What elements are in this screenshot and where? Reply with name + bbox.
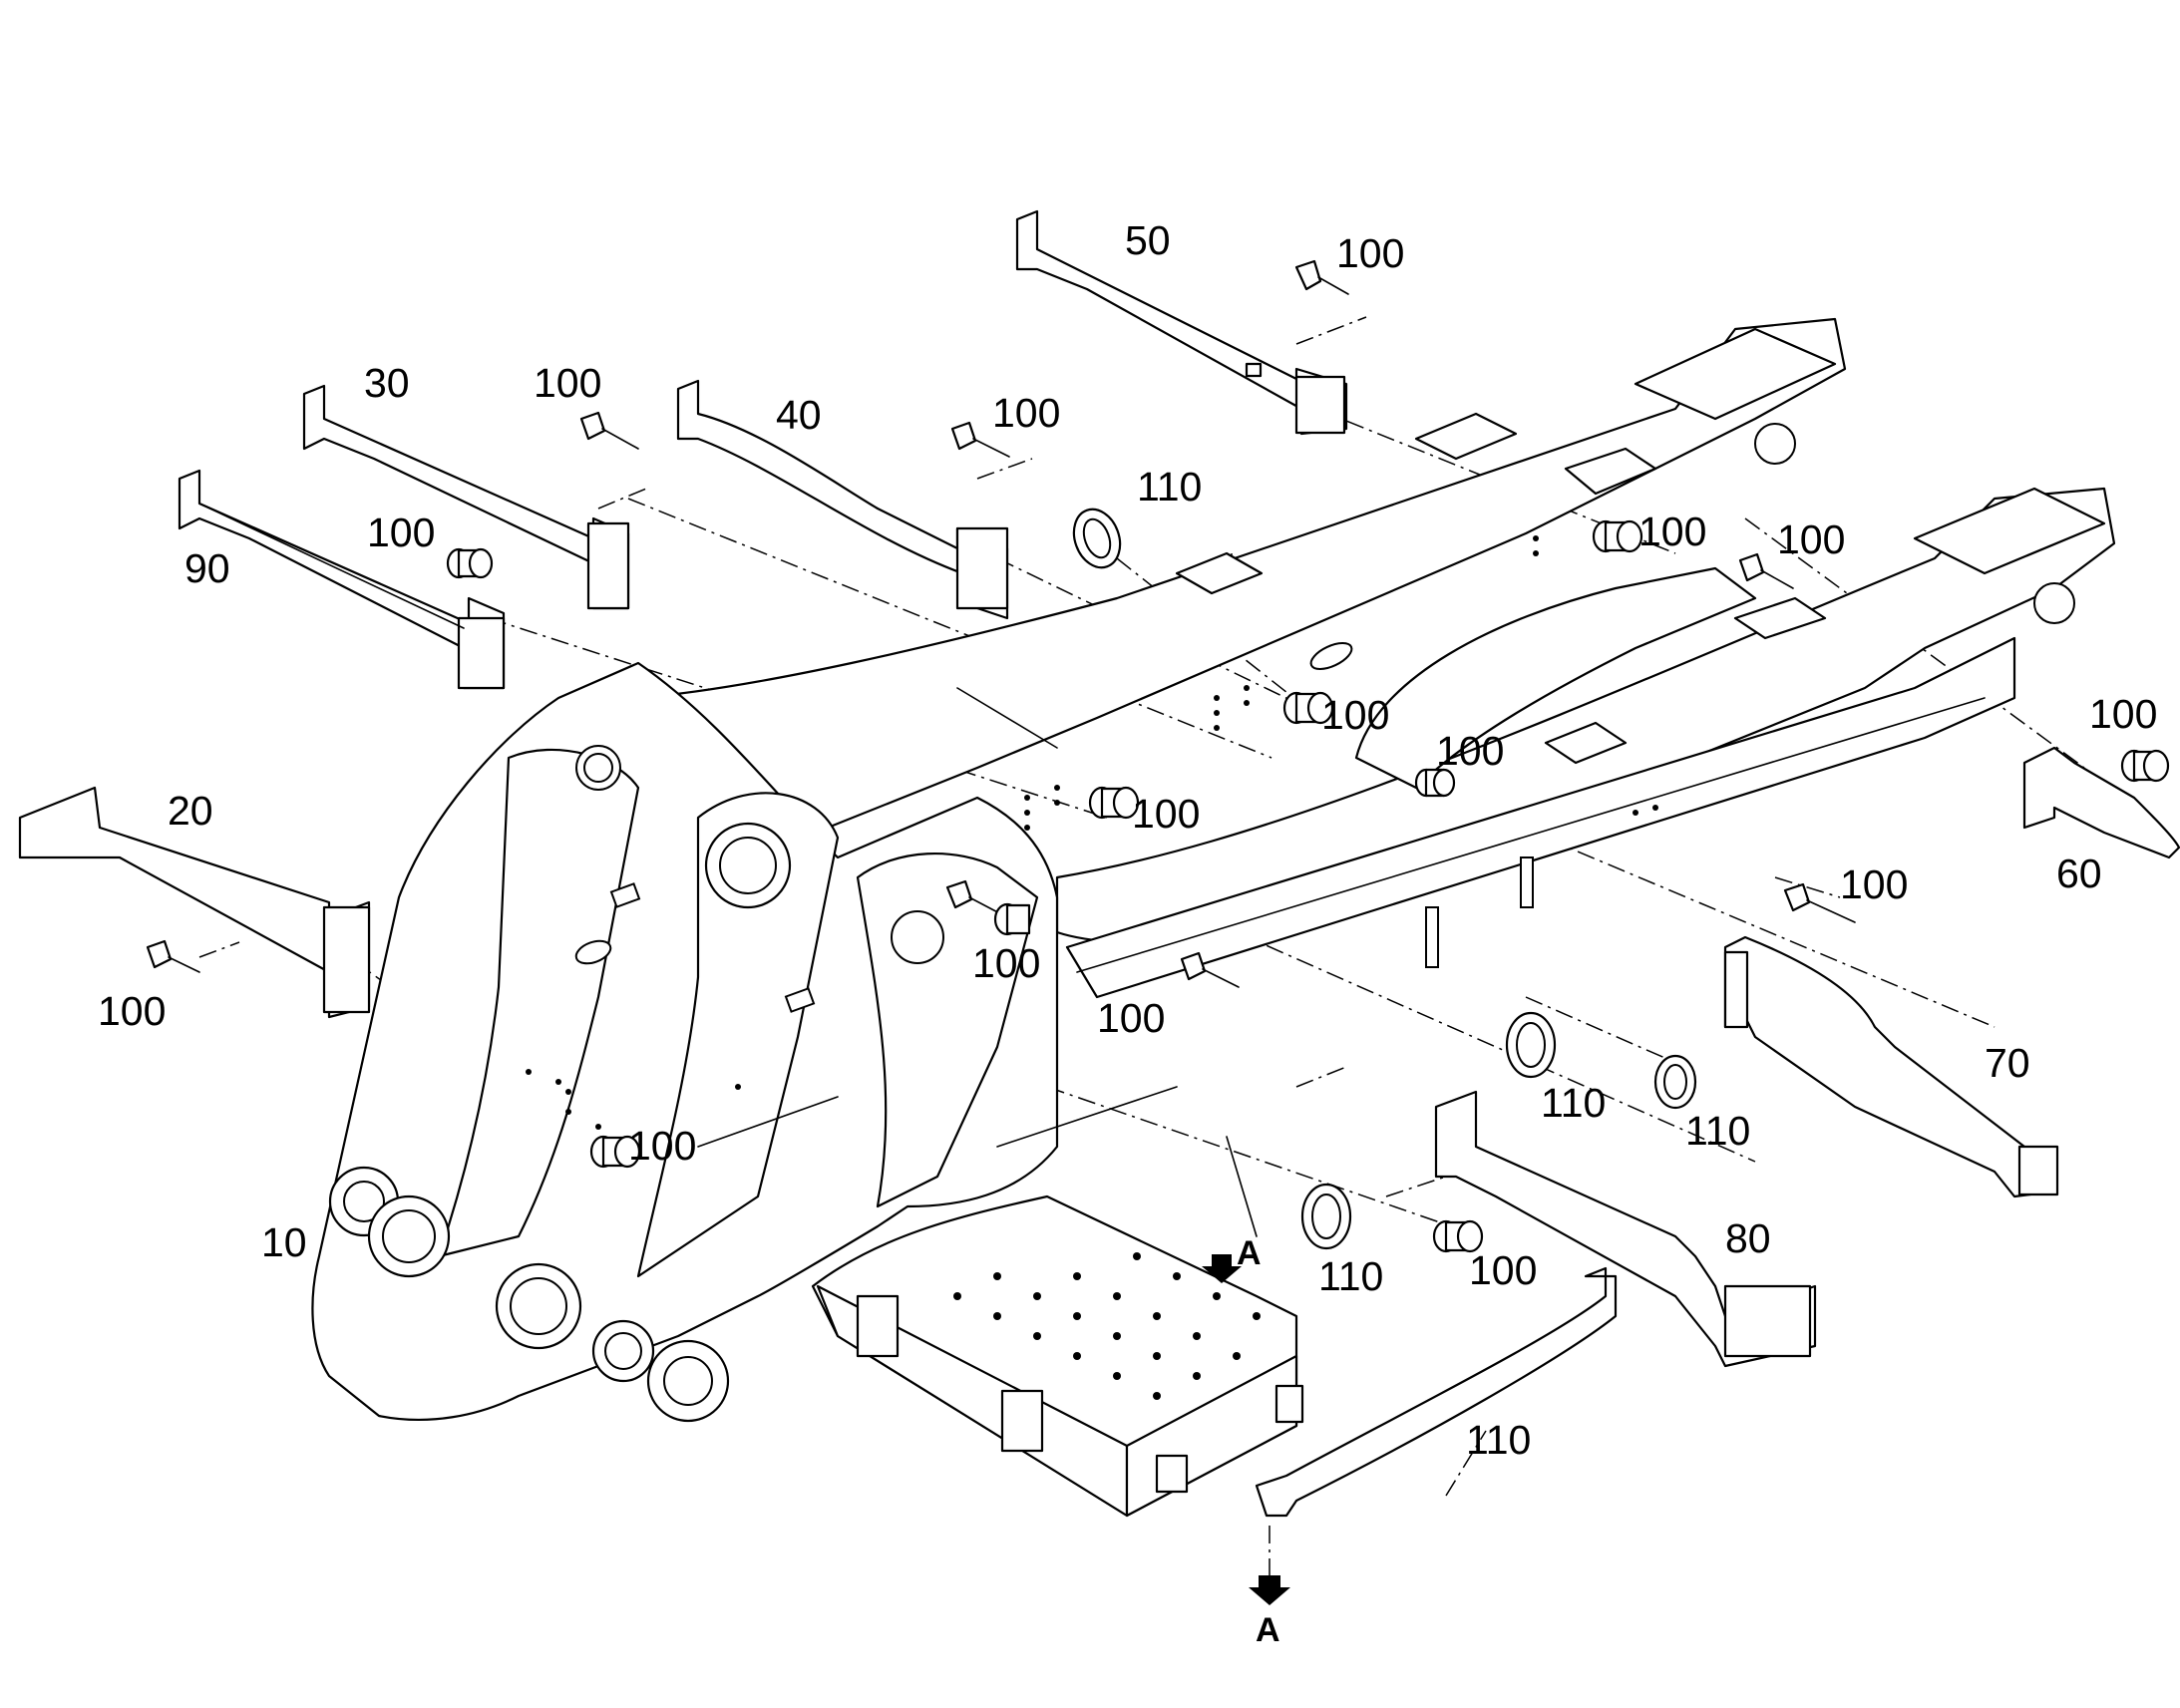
label-100-e: 100 [1777, 516, 1845, 562]
strap-110 [1255, 1266, 1618, 1518]
frame-rivets [526, 535, 1658, 1130]
bracket-50 [1015, 209, 1348, 436]
label-100-i: 100 [1436, 728, 1504, 774]
bracket-20 [18, 786, 371, 1019]
label-100-o: 100 [628, 1123, 696, 1169]
label-70: 70 [1985, 1040, 2030, 1086]
bracket-40 [676, 379, 1009, 620]
label-100-j: 100 [1132, 791, 1200, 837]
label-50: 50 [1125, 217, 1171, 263]
callout-labels: 50 100 30 100 40 100 110 100 100 90 100 … [98, 217, 2157, 1649]
bolts [146, 259, 2170, 1253]
label-100-k: 100 [1840, 861, 1908, 907]
view-a-arrow-top [1202, 1254, 1242, 1283]
bracket-90 [178, 469, 506, 690]
label-110-b: 110 [1541, 1080, 1606, 1126]
label-80: 80 [1725, 1215, 1771, 1261]
label-view-a-top: A [1237, 1234, 1262, 1272]
tank-holes [953, 1252, 1261, 1400]
label-10: 10 [261, 1219, 307, 1265]
label-100-b: 100 [534, 360, 601, 406]
label-100-c: 100 [992, 390, 1060, 436]
label-100-f: 100 [367, 510, 435, 555]
label-60: 60 [2056, 851, 2102, 896]
label-110-d: 110 [1318, 1253, 1383, 1299]
label-100-l: 100 [972, 940, 1040, 986]
label-110-e: 110 [1466, 1417, 1531, 1463]
label-100-h: 100 [2089, 691, 2157, 737]
label-100-a: 100 [1336, 230, 1404, 276]
label-view-a-bottom: A [1256, 1611, 1280, 1649]
view-a-arrow-bottom [1249, 1575, 1290, 1605]
bracket-80 [1434, 1090, 1817, 1368]
label-100-p: 100 [1469, 1247, 1537, 1293]
label-100-n: 100 [1097, 995, 1165, 1041]
label-100-g: 100 [1321, 692, 1389, 738]
label-110-a: 110 [1137, 464, 1202, 510]
bracket-30 [302, 384, 630, 610]
label-100-d: 100 [1638, 509, 1706, 554]
label-20: 20 [168, 788, 213, 834]
bracket-60 [2022, 746, 2180, 859]
label-90: 90 [184, 545, 230, 591]
label-40: 40 [776, 392, 822, 438]
view-a-arrows [1202, 1254, 1290, 1605]
main-frame [311, 317, 2116, 1518]
label-110-c: 110 [1685, 1108, 1750, 1154]
label-100-m: 100 [98, 988, 166, 1034]
label-30: 30 [364, 360, 410, 406]
bracket-70 [1723, 935, 2059, 1198]
grommets [1072, 508, 1697, 1250]
